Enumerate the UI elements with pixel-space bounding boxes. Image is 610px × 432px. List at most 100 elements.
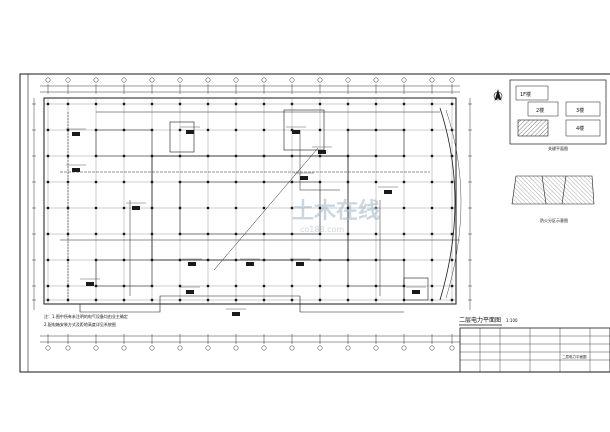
structural-column xyxy=(430,180,434,184)
structural-column xyxy=(346,298,350,302)
key-zone-4-label: 4楼 xyxy=(576,125,584,132)
structural-column xyxy=(290,298,294,302)
structural-column xyxy=(262,128,266,132)
structural-column xyxy=(318,298,322,302)
structural-column xyxy=(430,258,434,262)
grid-bubble xyxy=(233,345,239,351)
distribution-box xyxy=(72,132,80,136)
power-circuit xyxy=(299,130,340,191)
plan-title: 二层电力平面图 xyxy=(459,316,501,324)
structural-column xyxy=(46,206,50,210)
structural-column xyxy=(402,102,406,106)
distribution-box xyxy=(300,176,308,180)
key-zone-4 xyxy=(565,119,601,137)
electrical-devices xyxy=(66,126,426,316)
structural-column xyxy=(206,206,210,210)
key-plan-frame xyxy=(509,79,607,145)
structural-column xyxy=(430,154,434,158)
distribution-box xyxy=(186,130,194,134)
distribution-box xyxy=(232,312,240,316)
structural-column xyxy=(94,180,98,184)
structural-column xyxy=(430,284,434,288)
structural-column xyxy=(430,298,434,302)
watermark-subtext: co188.com xyxy=(300,225,344,234)
grid-bubble xyxy=(93,345,99,351)
atrium-outline xyxy=(151,155,349,261)
structural-column xyxy=(262,102,266,106)
structural-column xyxy=(430,128,434,132)
stepped-edge xyxy=(79,295,404,313)
distribution-box xyxy=(296,262,304,266)
grid-bubble xyxy=(121,77,127,83)
structural-column xyxy=(46,180,50,184)
structural-column xyxy=(46,298,50,302)
grid-bubble xyxy=(429,345,435,351)
structural-column xyxy=(262,206,266,210)
structural-column xyxy=(150,298,154,302)
title-block: 二层电力平面图 xyxy=(459,327,610,373)
grid-bubble xyxy=(261,77,267,83)
key-plan-caption: 关键平面图 xyxy=(548,145,568,151)
structural-column xyxy=(262,284,266,288)
room-outline xyxy=(95,259,153,287)
structural-column xyxy=(234,298,238,302)
distribution-box xyxy=(188,262,196,266)
grid-bubble xyxy=(345,345,351,351)
grid-bubble xyxy=(401,77,407,83)
structural-column xyxy=(374,206,378,210)
grid-bubble xyxy=(177,77,183,83)
watermark: 土木在线 co188.com xyxy=(292,198,380,234)
watermark-text: 土木在线 xyxy=(292,198,380,224)
structural-column xyxy=(450,298,454,302)
grid-bubble xyxy=(429,77,435,83)
structural-column xyxy=(94,298,98,302)
structural-column xyxy=(374,232,378,236)
structural-column xyxy=(450,102,454,106)
title-block-frame xyxy=(459,327,610,373)
key-zone-current xyxy=(517,119,549,137)
structural-column xyxy=(290,284,294,288)
structural-column xyxy=(290,206,294,210)
grid-bubble xyxy=(65,345,71,351)
structural-column xyxy=(46,154,50,158)
structural-column xyxy=(402,232,406,236)
room-outline xyxy=(95,129,153,157)
stair-core xyxy=(283,109,325,151)
structural-column xyxy=(234,206,238,210)
distribution-box xyxy=(246,262,254,266)
structural-column xyxy=(450,258,454,262)
distribution-box xyxy=(72,168,80,172)
grid-bubble xyxy=(373,345,379,351)
dimension-lines xyxy=(32,77,472,351)
grid-bubble xyxy=(261,345,267,351)
grid-bubble xyxy=(149,77,155,83)
key-zone-2-label: 2楼 xyxy=(536,107,544,114)
plan-title-group: 二层电力平面图 1:100 xyxy=(459,316,518,326)
distribution-box xyxy=(384,190,392,194)
room-outline xyxy=(347,259,405,287)
structural-column xyxy=(66,102,70,106)
grid-bubble xyxy=(289,77,295,83)
structural-column xyxy=(450,206,454,210)
structural-column xyxy=(94,206,98,210)
zone-plan: 防火分区示意图 xyxy=(511,175,595,223)
room-outline xyxy=(347,129,405,157)
structural-column xyxy=(206,284,210,288)
structural-column xyxy=(178,128,182,132)
atrium-inner xyxy=(179,181,321,235)
structural-column xyxy=(374,298,378,302)
floor-plan xyxy=(43,97,462,313)
key-plan: 1F楼 2楼 3楼 4楼 关键平面图 xyxy=(509,79,607,151)
structural-column xyxy=(150,102,154,106)
stair-core xyxy=(169,121,195,153)
structural-column xyxy=(318,284,322,288)
key-zone-3-label: 3楼 xyxy=(576,107,584,114)
stair-core xyxy=(403,277,429,301)
drawing-name: 二层电力平面图 xyxy=(562,354,587,359)
grid-bubble xyxy=(205,77,211,83)
north-arrow-icon xyxy=(493,88,503,101)
structural-column xyxy=(122,298,126,302)
structural-column xyxy=(94,102,98,106)
structural-column xyxy=(178,102,182,106)
